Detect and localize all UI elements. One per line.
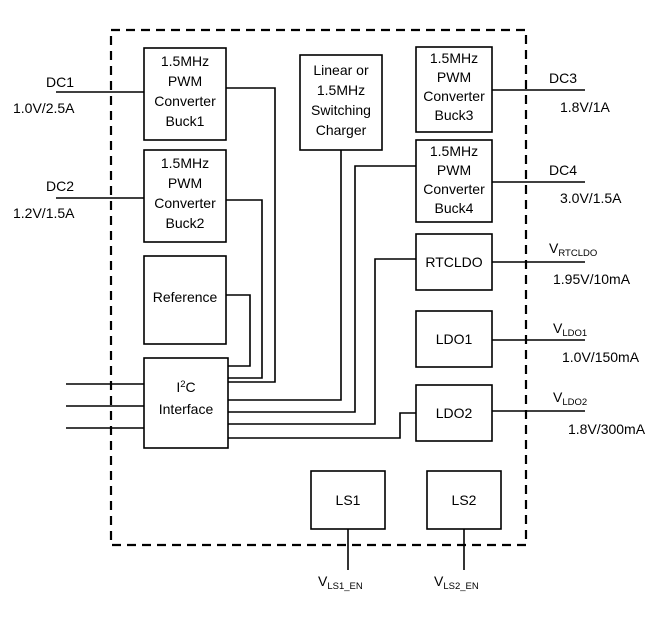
- buck3-line1: 1.5MHz: [430, 50, 478, 66]
- vldo1-rating: 1.0V/150mA: [562, 349, 640, 365]
- buck4-line2: PWM: [437, 162, 471, 178]
- ldo2-box: [415, 384, 493, 442]
- ls1-box: [310, 470, 386, 530]
- wire-reference-i2c: [226, 294, 251, 367]
- ls2-block: LS2: [426, 470, 502, 530]
- buck1-line4: Buck1: [166, 113, 205, 129]
- buck4-line1: 1.5MHz: [430, 143, 478, 159]
- buck4-line3: Converter: [423, 181, 485, 197]
- buck4-block: 1.5MHz PWM Converter Buck4: [415, 139, 493, 223]
- buck2-line4: Buck2: [166, 215, 205, 231]
- charger-line1: Linear or: [313, 62, 369, 78]
- reference-block: Reference: [143, 255, 227, 345]
- charger-block: Linear or 1.5MHz Switching Charger: [299, 54, 383, 151]
- charger-line4: Charger: [316, 122, 367, 138]
- reference-box: [143, 255, 227, 345]
- rtcldo-label: RTCLDO: [425, 254, 482, 270]
- buck3-line4: Buck3: [435, 107, 474, 123]
- dc2-label: DC2: [46, 178, 74, 194]
- buck4-line4: Buck4: [435, 200, 474, 216]
- charger-line3: Switching: [311, 102, 371, 118]
- dc4-rating: 3.0V/1.5A: [560, 190, 622, 206]
- dc1-label: DC1: [46, 74, 74, 90]
- buck3-box: [415, 46, 493, 133]
- buck2-box: [143, 149, 227, 243]
- buck2-line1: 1.5MHz: [161, 155, 209, 171]
- ldo1-block: LDO1: [415, 310, 493, 368]
- rtcldo-box: [415, 233, 493, 291]
- wire-buck1-i2c: [226, 87, 276, 383]
- buck1-line1: 1.5MHz: [161, 53, 209, 69]
- ls1-block: LS1: [310, 470, 386, 530]
- reference-label: Reference: [153, 289, 218, 305]
- buck2-block: 1.5MHz PWM Converter Buck2: [143, 149, 227, 243]
- wire-buck2-i2c: [226, 199, 263, 379]
- buck2-line3: Converter: [154, 195, 216, 211]
- buck1-line3: Converter: [154, 93, 216, 109]
- rtcldo-block: RTCLDO: [415, 233, 493, 291]
- ldo2-block: LDO2: [415, 384, 493, 442]
- dc1-rating: 1.0V/2.5A: [13, 100, 75, 116]
- ldo1-box: [415, 310, 493, 368]
- wire-buck4-i2c: [228, 165, 416, 413]
- buck2-line2: PWM: [168, 175, 202, 191]
- i2c-interface-block: I2C Interface: [143, 357, 229, 449]
- vldo2-label: VLDO2: [553, 389, 587, 408]
- buck3-block: 1.5MHz PWM Converter Buck3: [415, 46, 493, 133]
- ls1-label: LS1: [336, 492, 361, 508]
- dc2-rating: 1.2V/1.5A: [13, 205, 75, 221]
- ldo2-label: LDO2: [436, 405, 473, 421]
- i2c-box: [143, 357, 229, 449]
- wire-charger-i2c: [228, 150, 342, 401]
- i2c-bus-lines: [66, 383, 144, 429]
- wire-rtcldo-i2c: [228, 258, 416, 425]
- vls2-label: VLS2_EN: [434, 573, 479, 592]
- i2c-label: I2C: [176, 379, 195, 395]
- buck4-box: [415, 139, 493, 223]
- buck1-line2: PWM: [168, 73, 202, 89]
- ls2-label: LS2: [452, 492, 477, 508]
- internal-wires: [226, 87, 416, 439]
- vldo2-rating: 1.8V/300mA: [568, 421, 646, 437]
- buck3-line3: Converter: [423, 88, 485, 104]
- vldo1-label: VLDO1: [553, 320, 587, 339]
- buck1-box: [143, 47, 227, 141]
- buck3-line2: PWM: [437, 69, 471, 85]
- charger-line2: 1.5MHz: [317, 82, 365, 98]
- buck1-block: 1.5MHz PWM Converter Buck1: [143, 47, 227, 141]
- i2c-label-line2: Interface: [159, 401, 214, 417]
- ldo1-label: LDO1: [436, 331, 473, 347]
- dc4-label: DC4: [549, 162, 577, 178]
- ls2-box: [426, 470, 502, 530]
- wire-ldo2-i2c: [228, 412, 416, 439]
- vrtcldo-rating: 1.95V/10mA: [553, 271, 631, 287]
- vrtcldo-label: VRTCLDO: [549, 240, 597, 259]
- vls1-label: VLS1_EN: [318, 573, 363, 592]
- dc3-label: DC3: [549, 70, 577, 86]
- dc3-rating: 1.8V/1A: [560, 99, 610, 115]
